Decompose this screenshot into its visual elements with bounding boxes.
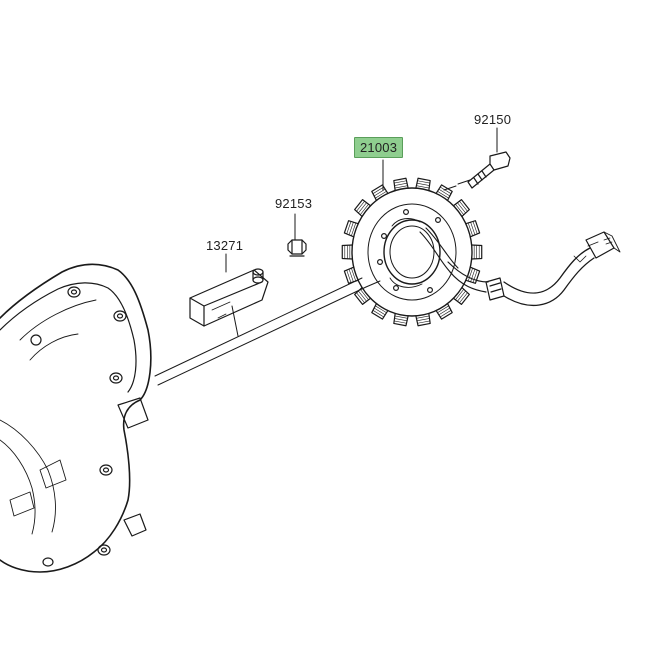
stator-winding-line bbox=[359, 203, 369, 216]
holder-plate-icon bbox=[189, 268, 269, 327]
stator-winding-line bbox=[437, 305, 450, 314]
stator-winding-line bbox=[394, 318, 408, 322]
label-leaders bbox=[225, 127, 498, 337]
stator-winding-line bbox=[437, 190, 450, 199]
stator-winding-line bbox=[356, 200, 365, 212]
stator-winding-line bbox=[416, 185, 430, 189]
stator-winding-line bbox=[348, 268, 354, 283]
part-number-text: 92150 bbox=[474, 112, 512, 127]
stator-winding-line bbox=[439, 186, 452, 194]
part-number-92153[interactable]: 92153 bbox=[275, 196, 312, 211]
stator-winding-line bbox=[457, 202, 466, 214]
bolt-icon bbox=[467, 151, 511, 189]
stator-winding-line bbox=[346, 221, 352, 235]
part-number-21003[interactable]: 21003 bbox=[354, 137, 404, 158]
stator-winding-line bbox=[417, 180, 431, 184]
stator-winding-line bbox=[373, 307, 386, 316]
stator-winding-line bbox=[393, 320, 407, 324]
stator-winding-line bbox=[358, 202, 367, 214]
alignment-lines bbox=[154, 179, 471, 386]
stator-lead bbox=[419, 227, 459, 275]
stator-winding-line bbox=[374, 190, 387, 199]
stator-winding-line bbox=[470, 221, 476, 236]
stator-winding-line bbox=[374, 305, 387, 314]
part-number-text: 13271 bbox=[206, 238, 244, 253]
stator-winding-line bbox=[472, 269, 478, 283]
stator-winding-line bbox=[346, 269, 352, 283]
stator-winding-line bbox=[457, 290, 466, 302]
part-number-13271[interactable]: 13271 bbox=[206, 238, 243, 253]
stator-winding-line bbox=[438, 188, 451, 197]
stator-winding-line bbox=[459, 200, 468, 212]
stator-winding-line bbox=[351, 267, 357, 282]
stator-winding-line bbox=[394, 182, 408, 186]
engine-cover-icon bbox=[0, 263, 152, 573]
stator-winding-line bbox=[394, 185, 408, 189]
bolt-icon bbox=[287, 239, 307, 257]
part-number-92150[interactable]: 92150 bbox=[474, 112, 511, 127]
stator-winding-line bbox=[467, 267, 473, 282]
stator-winding-line bbox=[459, 292, 468, 304]
stator-winding-line bbox=[393, 180, 407, 184]
stator-coil-icon bbox=[341, 177, 483, 327]
stator-winding-line bbox=[439, 310, 452, 318]
part-number-text: 92153 bbox=[275, 196, 313, 211]
stator-winding-line bbox=[372, 310, 385, 318]
stator-winding-line bbox=[394, 315, 408, 319]
stator-winding-line bbox=[348, 221, 354, 236]
stator-winding-line bbox=[455, 288, 465, 301]
part-number-text: 21003 bbox=[360, 140, 398, 155]
stator-winding-line bbox=[467, 222, 473, 237]
stator-winding-line bbox=[356, 292, 365, 304]
stator-winding-line bbox=[438, 307, 451, 316]
stator-winding-line bbox=[417, 320, 431, 324]
stator-winding-line bbox=[358, 290, 367, 302]
stator-winding-line bbox=[416, 315, 430, 319]
stator-winding-line bbox=[455, 203, 465, 216]
stator-winding-line bbox=[351, 222, 357, 237]
stator-winding-line bbox=[372, 186, 385, 194]
stator-winding-line bbox=[472, 221, 478, 235]
stator-winding-line bbox=[416, 182, 430, 186]
stator-winding-line bbox=[359, 288, 369, 301]
wire-connector-icon bbox=[447, 231, 621, 306]
stator-winding-line bbox=[470, 268, 476, 283]
stator-winding-line bbox=[416, 318, 430, 322]
